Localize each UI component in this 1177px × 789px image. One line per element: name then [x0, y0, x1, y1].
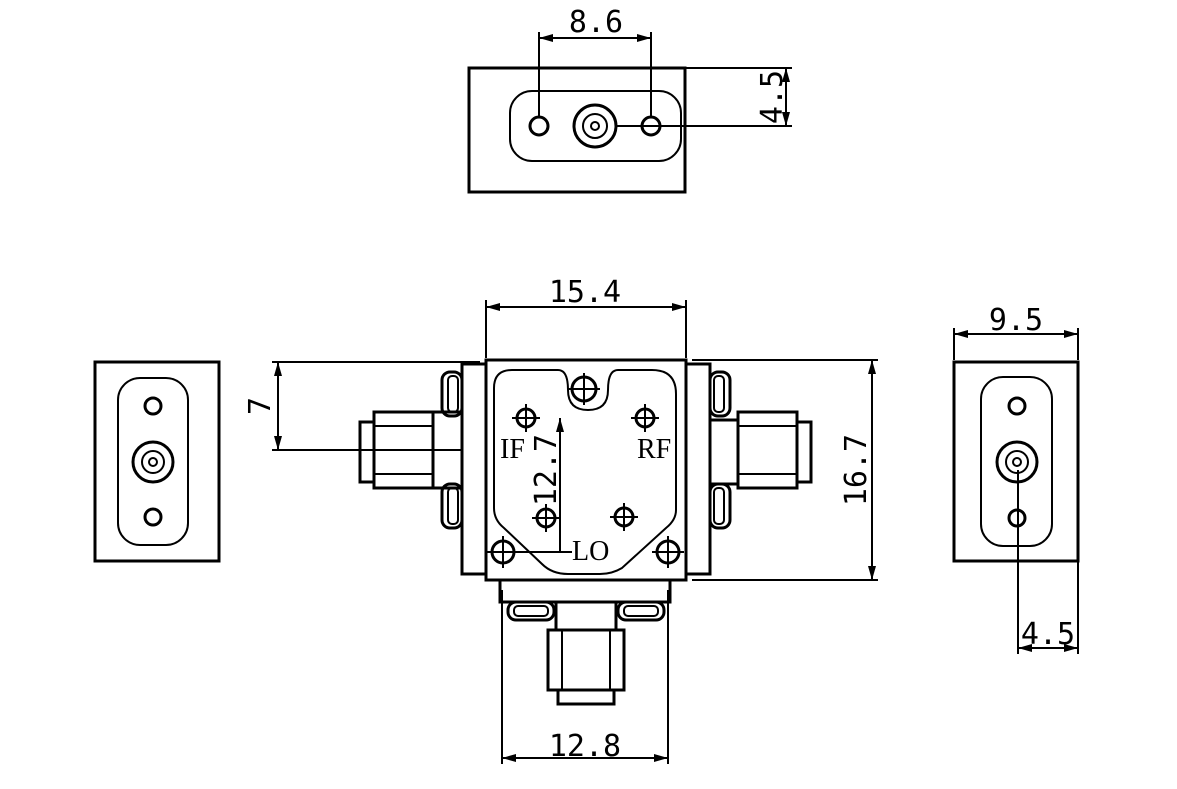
dim-inner-height: 12.7	[529, 434, 564, 506]
dim-top-width: 8.6	[569, 5, 623, 40]
dim-left-offset: 7	[243, 397, 278, 415]
bottom-flange	[498, 578, 672, 622]
dim-body-width: 15.4	[549, 275, 621, 310]
port-label-if: IF	[500, 434, 525, 465]
mount-hole-rf	[631, 404, 659, 432]
dim-top-height: 4.5	[755, 70, 790, 124]
port-label-rf: RF	[637, 434, 671, 465]
mount-hole-if	[512, 404, 540, 432]
mount-hole-top	[568, 373, 600, 405]
right-view	[952, 328, 1080, 654]
left-view	[93, 360, 221, 563]
port-label-lo: LO	[572, 536, 609, 567]
main-view	[272, 300, 878, 764]
dim-bottom-width: 12.8	[549, 729, 621, 764]
dim-right-offset: 4.5	[1021, 617, 1075, 652]
dim-body-height: 16.7	[839, 434, 874, 506]
mount-hole-lower-right	[610, 503, 638, 531]
mount-hole-corner-right	[652, 536, 684, 568]
bottom-connector	[546, 600, 626, 706]
mount-hole-lower-left	[532, 504, 560, 532]
right-connector	[708, 410, 813, 490]
top-view	[467, 32, 792, 194]
left-flange	[440, 362, 488, 576]
right-flange	[684, 362, 732, 576]
dim-right-width: 9.5	[989, 303, 1043, 338]
